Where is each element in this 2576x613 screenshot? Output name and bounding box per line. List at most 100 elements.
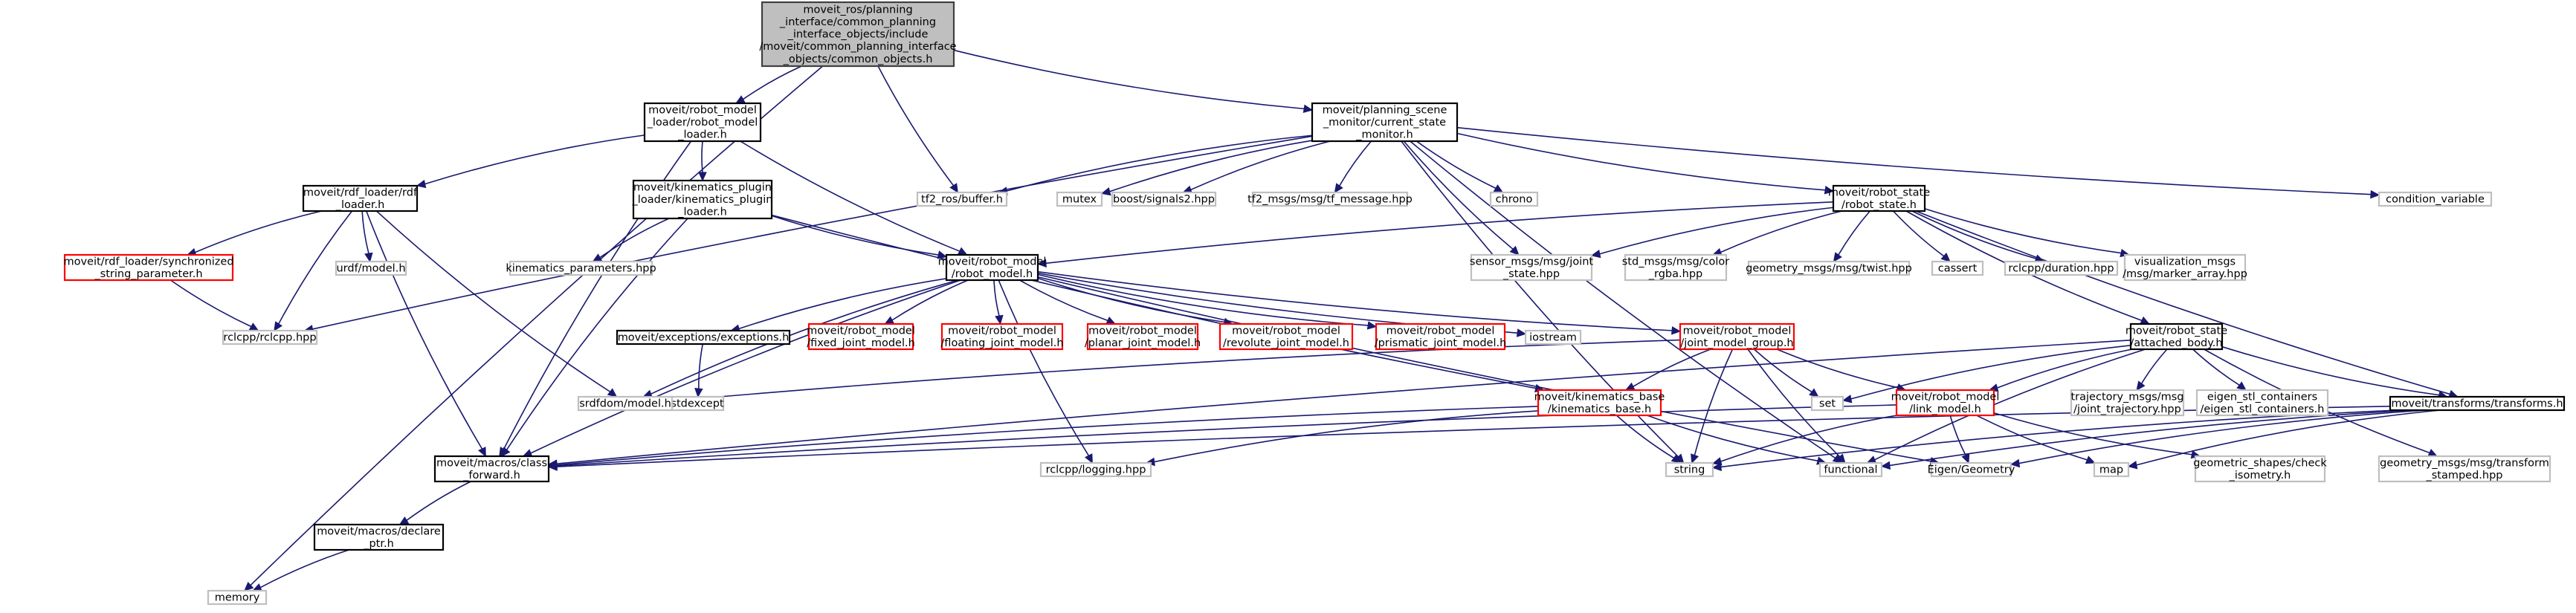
edge-ab-to-functional: [1874, 348, 2146, 461]
edge-ab-to-traj: [2140, 348, 2168, 384]
edge-rm-to-planar: [1019, 279, 1108, 322]
node-exc-box: [616, 329, 791, 346]
node-floating[interactable]: moveit/robot_model/floating_joint_model.…: [940, 322, 1064, 351]
edge-psm-to-chrono: [1415, 140, 1497, 189]
node-condvar-label-line-0: condition_variable: [2386, 194, 2485, 206]
edge-lm-to-geoshapes: [1993, 412, 2192, 455]
node-kb-label-line-1: /kinematics_base.h: [1548, 403, 1651, 415]
node-boostsig-box: [1111, 191, 1217, 207]
node-memory: memory: [207, 589, 268, 606]
arrowhead-rm-to-jmg: [1671, 326, 1682, 335]
node-kb-label-line-0: moveit/kinematics_base: [1534, 391, 1665, 403]
node-eigenstl-label-line-0: eigen_stl_containers: [2207, 391, 2317, 403]
node-root[interactable]: moveit_ros/planning_interface/common_pla…: [759, 1, 957, 68]
node-traj: trajectory_msgs/msg/joint_trajectory.hpp: [2070, 389, 2185, 417]
node-planar[interactable]: moveit/robot_model/planar_joint_model.h: [1085, 322, 1201, 351]
arrowhead-tt-to-eigengeo: [2010, 458, 2021, 468]
edge-decl-to-memory: [259, 549, 349, 588]
node-prismatic[interactable]: moveit/robot_model/prismatic_joint_model…: [1375, 322, 1507, 351]
node-rdf[interactable]: moveit/rdf_loader/rdf_loader.h: [302, 184, 419, 213]
arrowhead-rdf-to-urdf: [364, 252, 373, 263]
node-exc[interactable]: moveit/exceptions/exceptions.h: [616, 329, 791, 346]
arrowhead-rm-to-fixed: [884, 316, 895, 325]
node-lm-label-line-0: moveit/robot_model: [1891, 391, 2000, 403]
arrowhead-root-to-tf2buf: [949, 183, 958, 194]
node-floating-label-line-1: /floating_joint_model.h: [940, 337, 1063, 349]
node-string-box: [1665, 461, 1714, 478]
edge-lm-to-cf: [556, 404, 1897, 467]
edge-kb-to-rclog: [1154, 410, 1539, 463]
arrowhead-root-to-memory: [244, 581, 254, 591]
edge-jmg-to-srdf: [679, 339, 1681, 401]
node-kb[interactable]: moveit/kinematics_base/kinematics_base.h: [1534, 389, 1665, 417]
edge-ab-to-cf: [556, 340, 2131, 464]
node-cassert: cassert: [1931, 260, 1984, 276]
node-rs[interactable]: moveit/robot_state/robot_state.h: [1828, 184, 1930, 213]
arrowhead-kpl-to-cf: [501, 447, 511, 457]
node-decl-box: [313, 523, 445, 551]
arrowhead-rs-to-twist: [1833, 252, 1842, 262]
arrowhead-root-to-psm: [1302, 104, 1314, 113]
node-root-label-line-3: /moveit/common_planning_interface: [759, 41, 956, 53]
node-vis: visualization_msgs/msg/marker_array.hpp: [2123, 253, 2247, 282]
node-fixed[interactable]: moveit/robot_model/fixed_joint_model.h: [807, 322, 915, 351]
edge-tt-to-functional: [1889, 409, 2414, 467]
edge-tt-to-map: [2136, 409, 2441, 466]
node-functional: functional: [1818, 461, 1883, 478]
edge-rdf-to-rclcpp: [278, 210, 353, 325]
nodes-layer: moveit_ros/planning_interface/common_pla…: [63, 1, 2566, 606]
edge-ab-to-tt: [2221, 346, 2439, 396]
node-rdf-label-line-0: moveit/rdf_loader/rdf: [303, 187, 418, 198]
node-tf2buf-label-line-0: tf2_ros/buffer.h: [921, 194, 1003, 206]
node-planar-box: [1086, 322, 1199, 351]
edge-ab-to-eigenstl: [2192, 348, 2240, 386]
edge-lm-to-string: [1720, 415, 1897, 462]
arrowhead-psm-to-tf2msg: [1334, 183, 1343, 193]
node-rs-box: [1832, 184, 1926, 213]
arrowhead-psm-to-mutex: [1100, 187, 1111, 196]
node-geotf-box: [2378, 455, 2551, 483]
arrowhead-ab-to-geotf: [2427, 448, 2438, 457]
node-rm-label-line-0: moveit/robot_model: [938, 256, 1047, 267]
node-set-label-line-0: set: [1819, 398, 1836, 410]
node-lm[interactable]: moveit/robot_model/link_model.h: [1891, 389, 2000, 417]
arrowhead-rs-to-sensor: [1590, 249, 1601, 259]
node-kparams: kinematics_parameters.hpp: [506, 260, 656, 276]
node-rml[interactable]: moveit/robot_model_loader/robot_model_lo…: [643, 102, 762, 143]
node-rml-label-line-2: _loader.h: [677, 129, 727, 141]
node-memory-label-line-0: memory: [215, 592, 260, 604]
node-rs-label-line-0: moveit/robot_state: [1828, 187, 1930, 198]
node-tt[interactable]: moveit/transforms/transforms.h: [2389, 395, 2566, 412]
node-kpl[interactable]: moveit/kinematics_plugin_loader/kinemati…: [632, 179, 773, 220]
edge-rm-to-eigengeo: [1037, 276, 1931, 462]
edge-jmg-to-string: [1694, 348, 1734, 455]
node-eigengeo: Eigen/Geometry: [1928, 461, 2015, 478]
arrowhead-rs-to-rm: [1036, 259, 1047, 268]
edge-root-to-psm: [953, 49, 1305, 110]
node-sync[interactable]: moveit/rdf_loader/synchronized_string_pa…: [63, 253, 234, 282]
node-revolute[interactable]: moveit/robot_model/revolute_joint_model.…: [1218, 322, 1354, 351]
node-cf[interactable]: moveit/macros/class_forward.h: [433, 455, 550, 483]
node-root-label-line-4: _objects/common_objects.h: [783, 53, 933, 65]
arrowhead-jmg-to-kb: [1624, 382, 1636, 391]
node-psm[interactable]: moveit/planning_scene_monitor/current_st…: [1311, 102, 1459, 143]
node-rm[interactable]: moveit/robot_model/robot_model.h: [938, 253, 1047, 282]
node-stdcolor-label-line-1: _rgba.hpp: [1648, 268, 1702, 280]
edge-rdf-to-cf: [366, 210, 483, 450]
arrowhead-tt-to-cf: [547, 462, 558, 471]
arrowhead-rml-to-kpl: [698, 172, 707, 182]
node-lm-label-line-1: /link_model.h: [1909, 403, 1981, 415]
node-condvar: condition_variable: [2378, 191, 2493, 207]
node-decl[interactable]: moveit/macros/declare_ptr.h: [313, 523, 445, 551]
node-srdf-box: [577, 395, 674, 412]
arrowhead-tt-to-string: [1711, 462, 1722, 472]
edge-rdf-to-sync: [195, 210, 322, 253]
node-ab[interactable]: moveit/robot_state/attached_body.h: [2125, 322, 2227, 351]
edge-cf-to-decl: [406, 481, 471, 521]
node-jmg-label-line-1: /joint_model_group.h: [1680, 337, 1793, 349]
node-cassert-box: [1931, 260, 1984, 276]
arrowhead-tt-to-functional: [1880, 461, 1891, 470]
node-condvar-box: [2378, 191, 2493, 207]
node-jmg[interactable]: moveit/robot_model/joint_model_group.h: [1679, 322, 1795, 351]
node-stdcolor-label-line-0: std_msgs/msg/color: [1622, 256, 1730, 267]
